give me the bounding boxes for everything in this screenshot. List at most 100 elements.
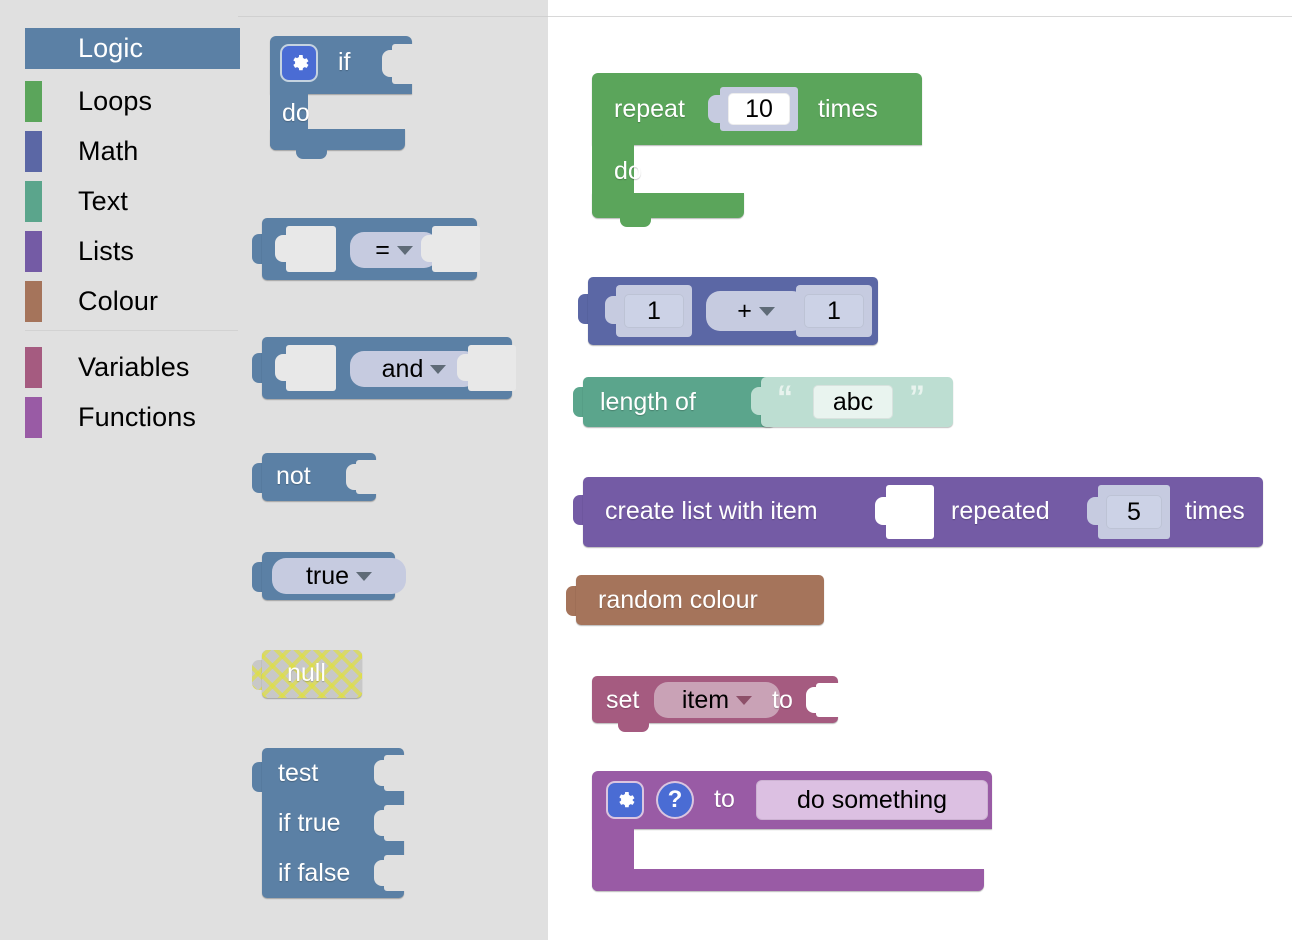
arithmetic-left-socket-tab [605,296,619,324]
sidebar-item-colour-label: Colour [78,285,159,316]
toolbox-tree[interactable]: Logic Loops Math Text Lists Colour Varia… [0,0,240,940]
chevron-down-icon [396,245,413,255]
arithmetic-left-socket[interactable]: 1 [605,285,692,337]
sidebar-swatch-variables [25,346,42,388]
if-keyword-label: if [338,48,351,76]
define-function-name-field[interactable]: do something [756,780,988,820]
gear-icon[interactable] [608,783,642,817]
block-text-string[interactable]: “ abc ” [751,377,953,427]
flyout-block-null[interactable]: null [252,650,362,698]
null-body [262,650,362,698]
compare-left-socket[interactable] [275,226,336,272]
arithmetic-right-field[interactable]: 1 [804,294,864,328]
gear-icon[interactable] [282,46,316,80]
flyout-block-ternary[interactable]: test if true if false [252,748,406,898]
workspace-canvas[interactable]: repeat 10 times do 1 + 1 length of [548,0,1292,940]
boolean-value-dropdown[interactable]: true [272,558,406,594]
block-arithmetic[interactable]: 1 + 1 [578,277,878,345]
define-function-to-label: to [714,785,735,813]
sidebar-item-functions[interactable]: Functions [0,392,238,442]
create-list-suffix-label: times [1185,497,1245,525]
toolbox-top-spacer [0,0,238,24]
flyout-block-compare[interactable]: = [252,218,480,280]
block-define-function[interactable]: ? to do something [592,771,992,891]
repeat-prefix-label: repeat [614,95,685,123]
and-right-socket-tab [457,354,471,381]
sidebar-swatch-loops [25,80,42,122]
ternary-socket-0[interactable] [374,755,406,791]
create-list-item-socket[interactable] [875,485,934,539]
sidebar-item-math-label: Math [78,135,139,166]
arithmetic-right-socket[interactable]: 1 [785,285,872,337]
random-colour-label: random colour [598,586,758,614]
block-set-variable[interactable]: set item to [592,676,840,732]
repeat-count-field[interactable]: 10 [728,93,790,125]
chevron-down-icon [758,306,775,316]
chevron-down-icon [736,695,753,705]
and-left-socket[interactable] [275,345,336,391]
toolbox-flyout[interactable]: if do = and [238,0,548,940]
arithmetic-left-field[interactable]: 1 [624,294,684,328]
text-length-body [583,377,775,427]
chevron-down-icon [430,364,447,374]
and-left-socket-tab [275,354,289,381]
define-function-bottom-bar [592,869,984,891]
if-do-label: do [282,99,310,127]
set-variable-name-dropdown[interactable]: item [654,682,780,718]
ternary-socket-1-tab [374,810,387,836]
quote-open-icon: “ [777,379,793,415]
sidebar-item-loops[interactable]: Loops [0,76,238,126]
block-create-list[interactable]: create list with item repeated 5 times [573,477,1263,547]
sidebar-item-logic[interactable]: Logic [25,28,240,69]
ternary-socket-2[interactable] [374,855,406,891]
quote-close-icon: ” [909,379,925,415]
if-bottom-bar [270,129,405,150]
create-list-item-socket-tab [875,497,889,525]
create-list-count-socket[interactable]: 5 [1087,485,1170,539]
create-list-prefix-label: create list with item [605,497,818,525]
text-string-plug [751,387,765,415]
sidebar-item-logic-label: Logic [78,33,144,63]
flyout-block-not[interactable]: not [252,453,378,501]
help-icon[interactable]: ? [658,783,692,817]
sidebar-item-lists[interactable]: Lists [0,226,238,276]
flyout-top-border [238,16,548,17]
flyout-block-boolean[interactable]: true [252,552,406,600]
sidebar-item-variables-label: Variables [78,351,190,382]
repeat-bottom-bar [592,193,744,218]
sidebar-item-colour[interactable]: Colour [0,276,238,326]
sidebar-item-math[interactable]: Math [0,126,238,176]
sidebar-item-text[interactable]: Text [0,176,238,226]
flyout-block-if[interactable]: if do [270,36,414,159]
not-input-socket[interactable] [346,460,378,494]
compare-right-socket[interactable] [421,226,480,272]
repeat-count-socket-tab [708,95,722,123]
create-list-count-field[interactable]: 5 [1106,495,1162,529]
repeat-count-socket[interactable]: 10 [708,87,798,131]
null-label: null [287,659,326,687]
repeat-top-notch [620,73,651,82]
arithmetic-right-socket-tab [785,296,799,324]
block-random-colour[interactable]: random colour [566,575,824,625]
compare-right-socket-tab [421,235,435,262]
set-variable-value-socket[interactable] [806,683,840,717]
flyout-block-and[interactable]: and [252,337,516,399]
ternary-socket-1[interactable] [374,805,406,841]
not-input-socket-tab [346,464,359,490]
text-string-field[interactable]: abc [813,385,893,419]
set-variable-suffix-label: to [772,686,793,714]
and-right-socket[interactable] [457,345,516,391]
arithmetic-output-plug [578,294,590,324]
ternary-row-label-1: if true [278,809,341,837]
if-condition-socket[interactable] [382,44,414,84]
and-operator-dropdown[interactable]: and [350,351,478,387]
block-repeat[interactable]: repeat 10 times do [592,73,922,228]
chevron-down-icon [356,571,373,581]
ternary-row-label-0: test [278,759,319,787]
sidebar-item-variables[interactable]: Variables [0,342,238,392]
block-text-length[interactable]: length of “ abc ” [573,377,953,427]
arithmetic-operator-label: + [737,296,752,325]
not-output-plug [252,463,264,493]
sidebar-swatch-functions [25,396,42,438]
sidebar-item-text-label: Text [78,185,128,216]
